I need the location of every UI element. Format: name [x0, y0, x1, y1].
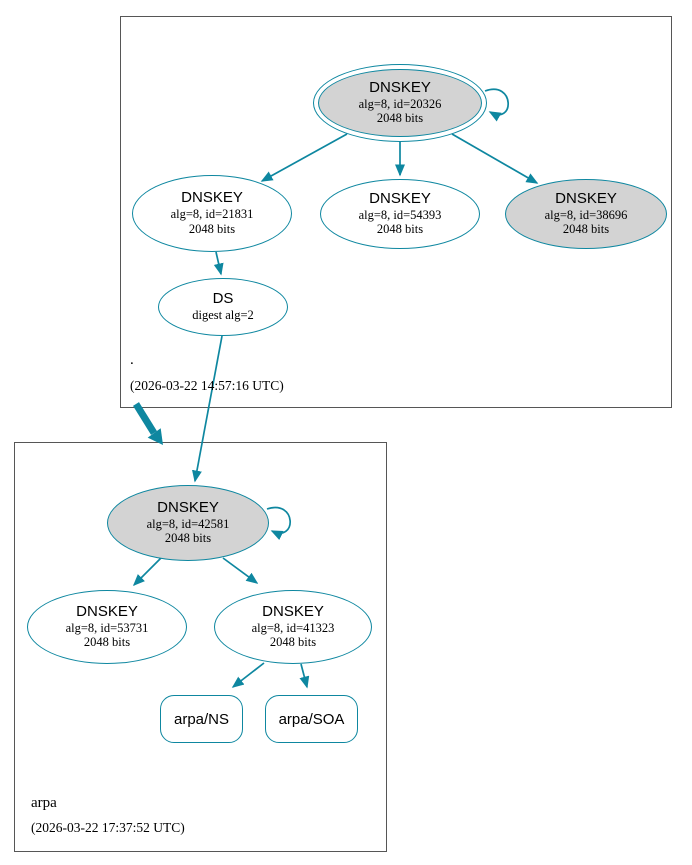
dnskey-node-41323[interactable]: DNSKEY alg=8, id=41323 2048 bits	[214, 590, 372, 664]
edge-zone-delegation-shaft	[133, 402, 157, 435]
node-bits: 2048 bits	[376, 111, 424, 126]
node-title: DNSKEY	[555, 189, 617, 207]
dnskey-node-38696[interactable]: DNSKEY alg=8, id=38696 2048 bits	[505, 179, 667, 249]
zone-timestamp-arpa: (2026-03-22 17:37:52 UTC)	[31, 820, 185, 835]
node-title: DNSKEY	[262, 602, 324, 620]
ds-node[interactable]: DS digest alg=2	[158, 278, 288, 336]
node-title: DNSKEY	[76, 602, 138, 620]
node-title: DS	[212, 290, 234, 308]
rrset-node-arpa-soa[interactable]: arpa/SOA	[265, 695, 358, 743]
rrset-label: arpa/SOA	[278, 710, 345, 728]
zone-label-root: .	[130, 352, 134, 368]
dnskey-node-42581-ksk[interactable]: DNSKEY alg=8, id=42581 2048 bits	[107, 485, 269, 561]
node-bits: 2048 bits	[83, 635, 131, 650]
node-title: DNSKEY	[369, 78, 431, 96]
node-title: DNSKEY	[369, 189, 431, 207]
zone-timestamp-root: (2026-03-22 14:57:16 UTC)	[130, 378, 284, 393]
node-detail: alg=8, id=41323	[251, 620, 335, 635]
node-detail: alg=8, id=21831	[170, 207, 254, 222]
zone-label-arpa: arpa	[31, 795, 57, 811]
node-title: DNSKEY	[157, 498, 219, 516]
dnskey-node-20326-ksk[interactable]: DNSKEY alg=8, id=20326 2048 bits	[313, 64, 487, 142]
dnskey-node-20326-inner: DNSKEY alg=8, id=20326 2048 bits	[318, 69, 482, 137]
node-bits: 2048 bits	[269, 635, 317, 650]
node-detail: alg=8, id=42581	[146, 516, 230, 531]
rrset-label: arpa/NS	[173, 710, 230, 728]
node-bits: 2048 bits	[164, 531, 212, 546]
node-bits: 2048 bits	[188, 221, 236, 236]
node-bits: 2048 bits	[562, 222, 610, 237]
rrset-node-arpa-ns[interactable]: arpa/NS	[160, 695, 243, 743]
node-title: DNSKEY	[181, 189, 243, 207]
zone-box-root	[120, 16, 672, 408]
node-detail: alg=8, id=38696	[544, 207, 628, 222]
node-detail: alg=8, id=53731	[65, 620, 149, 635]
dnskey-node-54393[interactable]: DNSKEY alg=8, id=54393 2048 bits	[320, 179, 480, 249]
node-detail: digest alg=2	[192, 308, 254, 323]
node-detail: alg=8, id=54393	[358, 207, 442, 222]
dnskey-node-53731[interactable]: DNSKEY alg=8, id=53731 2048 bits	[27, 590, 187, 664]
dnskey-node-21831[interactable]: DNSKEY alg=8, id=21831 2048 bits	[132, 175, 292, 252]
node-bits: 2048 bits	[376, 222, 424, 237]
node-detail: alg=8, id=20326	[358, 96, 442, 111]
